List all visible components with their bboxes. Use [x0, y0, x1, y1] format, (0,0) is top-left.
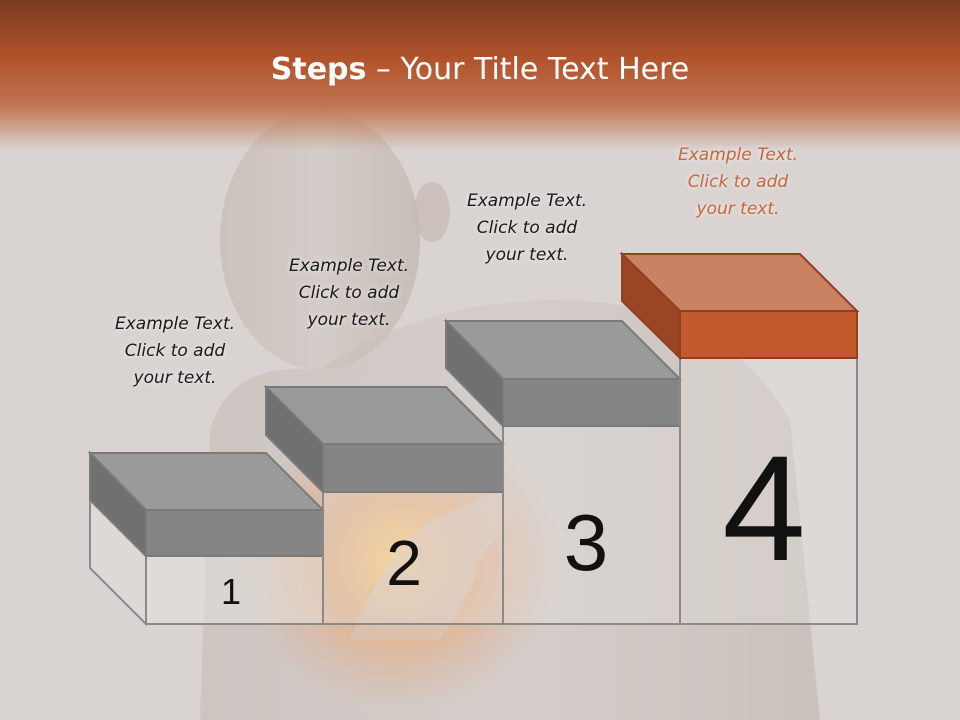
caption-line: Example Text.: [466, 191, 588, 211]
step-2[interactable]: 2: [263, 384, 506, 625]
step-4[interactable]: 4: [619, 251, 860, 625]
step-3-column: [502, 425, 681, 625]
step-1-number: 1: [221, 571, 241, 612]
step-4-caption[interactable]: Example Text. Click to add your text.: [638, 142, 838, 223]
step-2-number: 2: [386, 527, 422, 599]
caption-line: Example Text.: [114, 314, 236, 334]
step-2-column: [322, 491, 504, 625]
title-bold: Steps: [270, 52, 367, 87]
slide-title[interactable]: Steps – Your Title Text Here: [0, 52, 960, 87]
caption-line: Click to add: [124, 341, 226, 361]
caption-line: Click to add: [298, 283, 400, 303]
caption-line: your text.: [696, 199, 780, 219]
title-bar: [0, 0, 960, 150]
caption-line: Example Text.: [677, 145, 799, 165]
caption-line: Example Text.: [288, 256, 410, 276]
step-1-column: [145, 555, 324, 625]
caption-line: Click to add: [687, 172, 789, 192]
step-4-block-front: [679, 310, 858, 359]
caption-line: your text.: [307, 310, 391, 330]
step-1[interactable]: 1: [87, 450, 326, 627]
step-3[interactable]: 3: [443, 318, 683, 625]
step-3-number: 3: [564, 498, 609, 587]
caption-line: Click to add: [476, 218, 578, 238]
step-3-caption[interactable]: Example Text. Click to add your text.: [427, 188, 627, 269]
title-rest: – Your Title Text Here: [366, 52, 690, 87]
caption-line: your text.: [133, 368, 217, 388]
caption-line: your text.: [485, 245, 569, 265]
step-3-block-front: [502, 378, 681, 427]
step-1-caption[interactable]: Example Text. Click to add your text.: [75, 311, 275, 392]
step-2-block-front: [322, 443, 504, 493]
step-4-number: 4: [722, 424, 805, 592]
step-1-block-front: [145, 509, 324, 557]
step-2-caption[interactable]: Example Text. Click to add your text.: [249, 253, 449, 334]
